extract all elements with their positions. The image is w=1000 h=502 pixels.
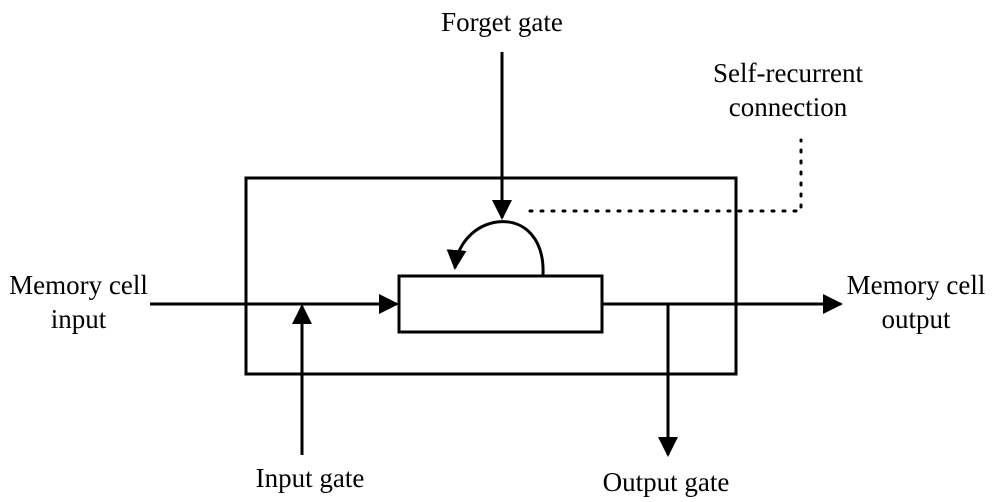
input-gate-text: Input gate [255,463,365,493]
self-recurrent-line-2: connection [728,92,848,122]
self-recurrent-leader-line [528,138,803,213]
forget-gate-text: Forget gate [441,7,563,37]
memory-cell-input-line-1: Memory cell [9,270,148,300]
memory-cell-input-line-2: input [50,304,107,334]
output-gate-text: Output gate [602,467,730,497]
self-recurrent-loop [446,220,545,276]
forget-gate-label: Forget gate [440,7,564,37]
self-recurrent-line-1: Self-recurrent [713,58,863,88]
memory-cell-input-label: Memory cell input [0,270,157,334]
memory-cell-box [397,274,604,334]
memory-cell-output-line-2: output [881,304,951,334]
input-gate-label: Input gate [240,463,380,493]
memory-cell-output-line-1: Memory cell [846,270,986,300]
memory-cell-output-label: Memory cell output [836,270,996,334]
self-recurrent-label: Self-recurrent connection [700,58,876,122]
outer-block [244,176,738,376]
output-gate-label: Output gate [586,467,746,497]
